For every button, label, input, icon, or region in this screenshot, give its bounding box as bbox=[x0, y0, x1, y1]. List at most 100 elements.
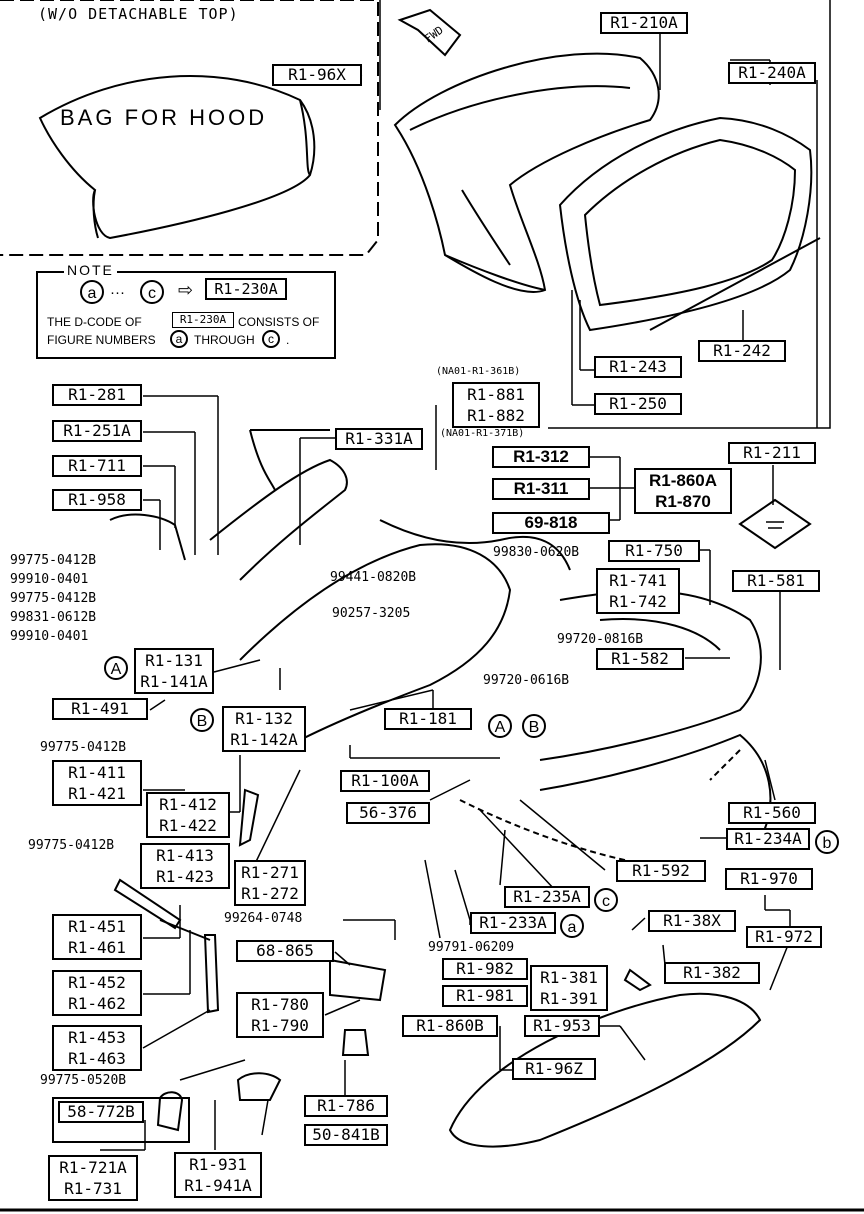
label-r1-742: R1-742 bbox=[609, 592, 667, 611]
pn-99831-0612b: 99831-0612B bbox=[10, 610, 97, 625]
section-frame bbox=[379, 0, 831, 429]
label-r1-750: R1-750 bbox=[608, 540, 700, 562]
hood-bag-outline bbox=[38, 75, 316, 240]
label-r1-281: R1-281 bbox=[52, 384, 142, 406]
label-r1-422: R1-422 bbox=[159, 816, 217, 835]
label-r1-780: R1-780 bbox=[251, 995, 309, 1014]
label-r1-96x: R1-96X bbox=[272, 64, 362, 86]
callout-A-right: A bbox=[488, 714, 512, 738]
label-r1-463: R1-463 bbox=[68, 1049, 126, 1068]
label-r1-131: R1-131 bbox=[145, 651, 203, 670]
label-r1-461: R1-461 bbox=[68, 938, 126, 957]
label-r1-242: R1-242 bbox=[698, 340, 786, 362]
label-r1-972: R1-972 bbox=[746, 926, 822, 948]
label-r1-412-422: R1-412 R1-422 bbox=[146, 792, 230, 838]
label-r1-452: R1-452 bbox=[68, 973, 126, 992]
callout-b: b bbox=[815, 830, 839, 854]
label-68-865: 68-865 bbox=[236, 940, 334, 962]
label-r1-38x: R1-38X bbox=[648, 910, 736, 932]
note-na01-361b: (NA01-R1-361B) bbox=[436, 366, 521, 377]
label-r1-100a: R1-100A bbox=[340, 770, 430, 792]
label-r1-860b: R1-860B bbox=[402, 1015, 498, 1037]
label-r1-721a: R1-721A bbox=[59, 1158, 127, 1177]
label-r1-582: R1-582 bbox=[596, 648, 684, 670]
label-r1-142a: R1-142A bbox=[230, 730, 298, 749]
label-r1-790: R1-790 bbox=[251, 1016, 309, 1035]
label-r1-953: R1-953 bbox=[524, 1015, 600, 1037]
label-r1-233a: R1-233A bbox=[470, 912, 556, 934]
note-line1-a: THE D-CODE OF bbox=[47, 315, 142, 329]
label-r1-780-790: R1-780 R1-790 bbox=[236, 992, 324, 1038]
label-r1-731: R1-731 bbox=[64, 1179, 122, 1198]
pn-99720-0816b: 99720-0816B bbox=[557, 632, 644, 647]
callout-B-left: B bbox=[190, 708, 214, 732]
label-r1-931: R1-931 bbox=[189, 1155, 247, 1174]
soft-top bbox=[393, 52, 660, 293]
label-r1-941a: R1-941A bbox=[184, 1176, 252, 1195]
callout-c: c bbox=[594, 888, 618, 912]
label-r1-96z: R1-96Z bbox=[512, 1058, 596, 1080]
note-target: R1-230A bbox=[205, 278, 287, 300]
label-r1-141a: R1-141A bbox=[140, 672, 208, 691]
pn-99720-0616b: 99720-0616B bbox=[483, 673, 570, 688]
label-r1-381-391: R1-381 R1-391 bbox=[530, 965, 608, 1011]
label-58-772b: 58-772B bbox=[58, 1101, 144, 1123]
label-r1-240a: R1-240A bbox=[728, 62, 816, 84]
note-line1-b: CONSISTS OF bbox=[238, 315, 320, 329]
label-r1-272: R1-272 bbox=[241, 884, 299, 903]
note-circle-c: c bbox=[140, 280, 164, 304]
label-r1-741-742: R1-741 R1-742 bbox=[596, 568, 680, 614]
label-r1-741: R1-741 bbox=[609, 571, 667, 590]
note-line2-end: . bbox=[286, 333, 290, 347]
label-r1-311: R1-311 bbox=[492, 478, 590, 500]
pn-99264-0748: 99264-0748 bbox=[224, 911, 303, 926]
inset-title: (W/O DETACHABLE TOP) bbox=[38, 5, 239, 23]
pn-99775-0412b-c: 99775-0412B bbox=[40, 740, 127, 755]
pn-99441-0820b: 99441-0820B bbox=[330, 570, 417, 585]
label-r1-312: R1-312 bbox=[492, 446, 590, 468]
pn-99775-0412b-b: 99775-0412B bbox=[10, 591, 97, 606]
pn-99910-0401-b: 99910-0401 bbox=[10, 629, 89, 644]
label-50-841b: 50-841B bbox=[304, 1124, 388, 1146]
label-r1-381: R1-381 bbox=[540, 968, 598, 987]
label-r1-413: R1-413 bbox=[156, 846, 214, 865]
label-r1-131-141a: R1-131 R1-141A bbox=[134, 648, 214, 694]
note-line2-circle-a: a bbox=[170, 330, 188, 348]
label-r1-453: R1-453 bbox=[68, 1028, 126, 1047]
label-r1-881-882: R1-881 R1-882 bbox=[452, 382, 540, 428]
label-r1-970: R1-970 bbox=[725, 868, 813, 890]
note-dots: ··· bbox=[110, 284, 125, 301]
label-r1-210a: R1-210A bbox=[600, 12, 688, 34]
pn-99910-0401-a: 99910-0401 bbox=[10, 572, 89, 587]
label-r1-382: R1-382 bbox=[664, 962, 760, 984]
label-r1-870: R1-870 bbox=[655, 492, 711, 511]
label-69-818: 69-818 bbox=[492, 512, 610, 534]
label-r1-931-941a: R1-931 R1-941A bbox=[174, 1152, 262, 1198]
note-na01-371b: (NA01-R1-371B) bbox=[440, 428, 525, 439]
label-r1-234a: R1-234A bbox=[726, 828, 810, 850]
note-title: NOTE bbox=[64, 262, 117, 278]
label-r1-412: R1-412 bbox=[159, 795, 217, 814]
label-r1-860a: R1-860A bbox=[648, 471, 718, 490]
label-r1-592: R1-592 bbox=[616, 860, 706, 882]
pn-99791-06209: 99791-06209 bbox=[428, 940, 515, 955]
label-r1-271-272: R1-271 R1-272 bbox=[234, 860, 306, 906]
label-r1-581: R1-581 bbox=[732, 570, 820, 592]
pn-99775-0520b: 99775-0520B bbox=[40, 1073, 127, 1088]
note-arrow: ⇨ bbox=[178, 280, 194, 300]
label-r1-423: R1-423 bbox=[156, 867, 214, 886]
label-r1-981: R1-981 bbox=[442, 985, 528, 1007]
callout-a: a bbox=[560, 914, 584, 938]
label-r1-560: R1-560 bbox=[728, 802, 816, 824]
label-r1-451: R1-451 bbox=[68, 917, 126, 936]
note-line2-circle-c: c bbox=[262, 330, 280, 348]
label-r1-181: R1-181 bbox=[384, 708, 472, 730]
label-56-376: 56-376 bbox=[346, 802, 430, 824]
label-r1-413-423: R1-413 R1-423 bbox=[140, 843, 230, 889]
note-line2-mid: THROUGH bbox=[194, 333, 255, 347]
label-r1-982: R1-982 bbox=[442, 958, 528, 980]
label-r1-721a-731: R1-721A R1-731 bbox=[48, 1155, 138, 1201]
note-line1-code: R1-230A bbox=[172, 312, 234, 328]
seal-symbol bbox=[738, 498, 812, 550]
